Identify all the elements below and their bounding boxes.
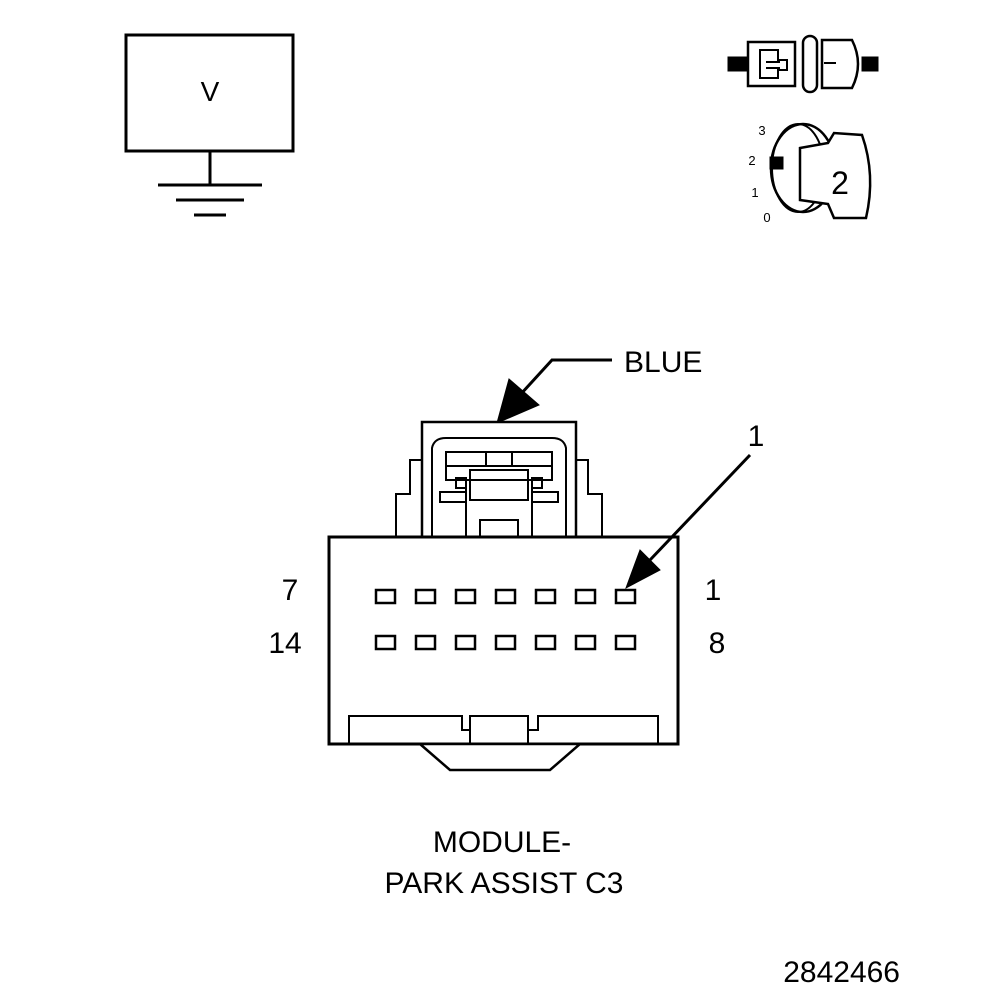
pin-cavities [374, 588, 637, 651]
key-icon [798, 131, 872, 220]
pin-cavity-11 [494, 634, 517, 651]
voltmeter-symbol: V [124, 33, 295, 217]
row2-right-label: 8 [709, 627, 726, 660]
ground-icon [158, 183, 262, 217]
ignition-position-0: 0 [763, 210, 770, 225]
color-callout-leader [518, 358, 612, 397]
connector-bottom-key [416, 742, 584, 772]
pin-cavity-13 [414, 634, 437, 651]
ignition-key-icon: 3 2 1 0 2 [748, 122, 872, 225]
caption-line1: MODULE- [433, 826, 571, 859]
pin-callout-arrowhead [625, 549, 661, 590]
figure-number: 2842466 [783, 956, 900, 989]
connector-color-label: BLUE [624, 346, 702, 379]
pin-cavity-5 [454, 588, 477, 605]
pin-cavity-9 [574, 634, 597, 651]
pin-cavity-6 [414, 588, 437, 605]
pin-cavity-3 [534, 588, 557, 605]
caption-line2: PARK ASSIST C3 [385, 867, 624, 900]
pin-cavity-12 [454, 634, 477, 651]
pin-cavity-2 [574, 588, 597, 605]
connector-body [327, 420, 680, 772]
ignition-position-1: 1 [751, 185, 758, 200]
pin-callout-leader [648, 453, 752, 562]
connector-disconnect-icon [727, 34, 879, 94]
ignition-indicator [769, 156, 784, 170]
ignition-selected-position: 2 [831, 165, 849, 201]
pin-cavity-10 [534, 634, 557, 651]
pin-cavity-8 [614, 634, 637, 651]
color-callout-arrowhead [496, 378, 540, 424]
ignition-position-3: 3 [758, 123, 765, 138]
pin-cavity-4 [494, 588, 517, 605]
pin-cavity-7 [374, 588, 397, 605]
row1-right-label: 1 [705, 574, 722, 607]
voltmeter-label: V [201, 76, 220, 107]
pin-callout-label: 1 [748, 420, 765, 453]
row2-left-label: 14 [268, 627, 301, 660]
row1-left-label: 7 [282, 574, 299, 607]
pin-cavity-1 [614, 588, 637, 605]
pin-cavity-14 [374, 634, 397, 651]
ignition-position-2: 2 [748, 153, 755, 168]
